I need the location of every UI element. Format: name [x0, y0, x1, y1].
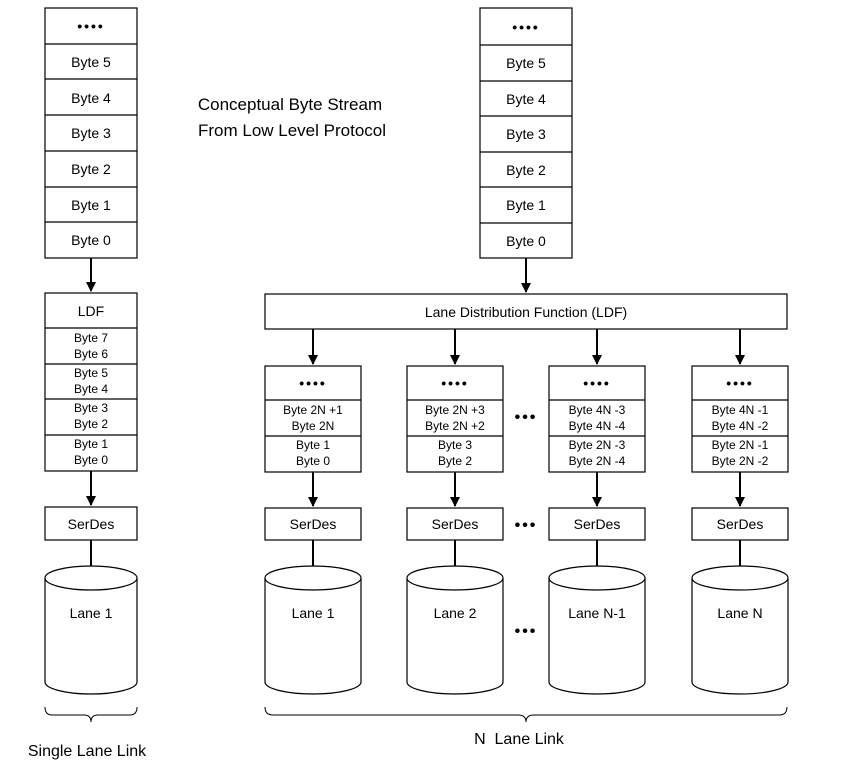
single-stream-stack: •••• Byte 5 Byte 4 Byte 3 Byte 2 Byte 1 …	[44, 7, 138, 259]
lane-1-byte-hi-b: Byte 2N	[292, 419, 335, 433]
lane-n-column: •••• Byte 4N -1 Byte 4N -2 Byte 2N -1 By…	[691, 329, 789, 695]
multi-ldf-label: Lane Distribution Function (LDF)	[425, 304, 627, 320]
single-ldf-label: LDF	[78, 303, 104, 319]
single-ldf-byte-2: Byte 2	[74, 417, 108, 431]
single-ldf-byte-5: Byte 5	[74, 366, 108, 380]
lane-n-ellipsis: ••••	[726, 375, 754, 391]
single-ldf-byte-4: Byte 4	[74, 382, 108, 396]
single-stream-byte-3: Byte 3	[71, 125, 111, 141]
single-stream-ellipsis: ••••	[77, 18, 105, 34]
multi-stream-byte-1: Byte 1	[506, 197, 546, 213]
lane-1-byte-lo-b: Byte 0	[296, 454, 330, 468]
single-lane-cylinder: Lane 1	[44, 565, 138, 695]
lane-n-byte-lo-b: Byte 2N -2	[712, 454, 769, 468]
lane-n-minus-1-label: Lane N-1	[568, 605, 626, 621]
lane-n-serdes-box: SerDes	[691, 507, 789, 541]
lane-n-label: Lane N	[717, 605, 762, 621]
lane-1-byte-hi-a: Byte 2N +1	[283, 403, 343, 417]
multi-stream-byte-2: Byte 2	[506, 162, 546, 178]
single-stream-byte-0: Byte 0	[71, 232, 111, 248]
lane-2-label: Lane 2	[434, 605, 477, 621]
gap-dots-serdes: •••	[515, 517, 538, 534]
single-stream-byte-2: Byte 2	[71, 161, 111, 177]
lane-n-minus-1-byte-lo-a: Byte 2N -3	[569, 438, 626, 452]
lane-n-minus-1-ellipsis: ••••	[583, 375, 611, 391]
multi-stream-byte-4: Byte 4	[506, 91, 546, 107]
lane-1-serdes-label: SerDes	[290, 516, 337, 532]
single-serdes-box: SerDes	[44, 506, 138, 541]
single-stream-byte-4: Byte 4	[71, 90, 111, 106]
n-lane-brace	[264, 706, 788, 723]
lane-2-serdes-box: SerDes	[406, 507, 504, 541]
multi-ldf-bar: Lane Distribution Function (LDF)	[264, 293, 788, 330]
lane-1-ellipsis: ••••	[299, 375, 327, 391]
lane-n-minus-1-serdes-label: SerDes	[574, 516, 621, 532]
title-line-2: From Low Level Protocol	[198, 121, 386, 140]
lane-n-cylinder: Lane N	[691, 565, 789, 695]
multi-stream-ellipsis: ••••	[512, 19, 540, 35]
title-line-1: Conceptual Byte Stream	[198, 95, 382, 114]
single-ldf-block: LDF Byte 7 Byte 6 Byte 5 Byte 4 Byte 3 B…	[44, 292, 138, 472]
gap-dots-bytes: •••	[515, 409, 538, 426]
lane-n-minus-1-cylinder: Lane N-1	[548, 565, 646, 695]
single-ldf-byte-1: Byte 1	[74, 437, 108, 451]
lane-n-byte-hi-b: Byte 4N -2	[712, 419, 769, 433]
lane-2-column: •••• Byte 2N +3 Byte 2N +2 Byte 3 Byte 2…	[406, 329, 504, 695]
lane-1-byte-lo-a: Byte 1	[296, 438, 330, 452]
single-lane-brace	[44, 706, 138, 723]
lane-2-byte-hi-a: Byte 2N +3	[425, 403, 485, 417]
multi-stream-byte-0: Byte 0	[506, 233, 546, 249]
lane-n-byte-block: •••• Byte 4N -1 Byte 4N -2 Byte 2N -1 By…	[691, 365, 789, 473]
lane-2-serdes-label: SerDes	[432, 516, 479, 532]
single-ldf-byte-0: Byte 0	[74, 453, 108, 467]
lane-2-byte-block: •••• Byte 2N +3 Byte 2N +2 Byte 3 Byte 2	[406, 365, 504, 473]
n-lane-caption: N Lane Link	[474, 731, 565, 748]
lane-1-byte-block: •••• Byte 2N +1 Byte 2N Byte 1 Byte 0	[264, 365, 362, 473]
lane-n-minus-1-byte-block: •••• Byte 4N -3 Byte 4N -4 Byte 2N -3 By…	[548, 365, 646, 473]
lane-n-serdes-label: SerDes	[717, 516, 764, 532]
gap-dots-lanes: •••	[515, 623, 538, 640]
single-lane-caption: Single Lane Link	[28, 743, 147, 760]
single-ldf-byte-7: Byte 7	[74, 331, 108, 345]
single-stream-byte-1: Byte 1	[71, 197, 111, 213]
multi-stream-byte-5: Byte 5	[506, 55, 546, 71]
single-stream-byte-5: Byte 5	[71, 54, 111, 70]
lane-n-byte-lo-a: Byte 2N -1	[712, 438, 769, 452]
single-serdes-label: SerDes	[68, 516, 115, 532]
multi-stream-byte-3: Byte 3	[506, 126, 546, 142]
lane-n-minus-1-byte-lo-b: Byte 2N -4	[569, 454, 626, 468]
lane-1-serdes-box: SerDes	[264, 507, 362, 541]
single-ldf-byte-6: Byte 6	[74, 347, 108, 361]
lane-2-ellipsis: ••••	[441, 375, 469, 391]
lane-n-byte-hi-a: Byte 4N -1	[712, 403, 769, 417]
lane-2-byte-lo-a: Byte 3	[438, 438, 472, 452]
lane-2-cylinder: Lane 2	[406, 565, 504, 695]
lane-1-column: •••• Byte 2N +1 Byte 2N Byte 1 Byte 0 Se…	[264, 329, 362, 695]
lane-n-minus-1-byte-hi-b: Byte 4N -4	[569, 419, 626, 433]
lane-n-minus-1-byte-hi-a: Byte 4N -3	[569, 403, 626, 417]
single-ldf-byte-3: Byte 3	[74, 401, 108, 415]
multi-stream-stack: •••• Byte 5 Byte 4 Byte 3 Byte 2 Byte 1 …	[479, 7, 573, 259]
lane-2-byte-hi-b: Byte 2N +2	[425, 419, 485, 433]
single-lane-label: Lane 1	[70, 605, 113, 621]
lane-n-minus-1-column: •••• Byte 4N -3 Byte 4N -4 Byte 2N -3 By…	[548, 329, 646, 695]
lane-1-cylinder: Lane 1	[264, 565, 362, 695]
lane-2-byte-lo-b: Byte 2	[438, 454, 472, 468]
lane-n-minus-1-serdes-box: SerDes	[548, 507, 646, 541]
lane-1-label: Lane 1	[292, 605, 335, 621]
